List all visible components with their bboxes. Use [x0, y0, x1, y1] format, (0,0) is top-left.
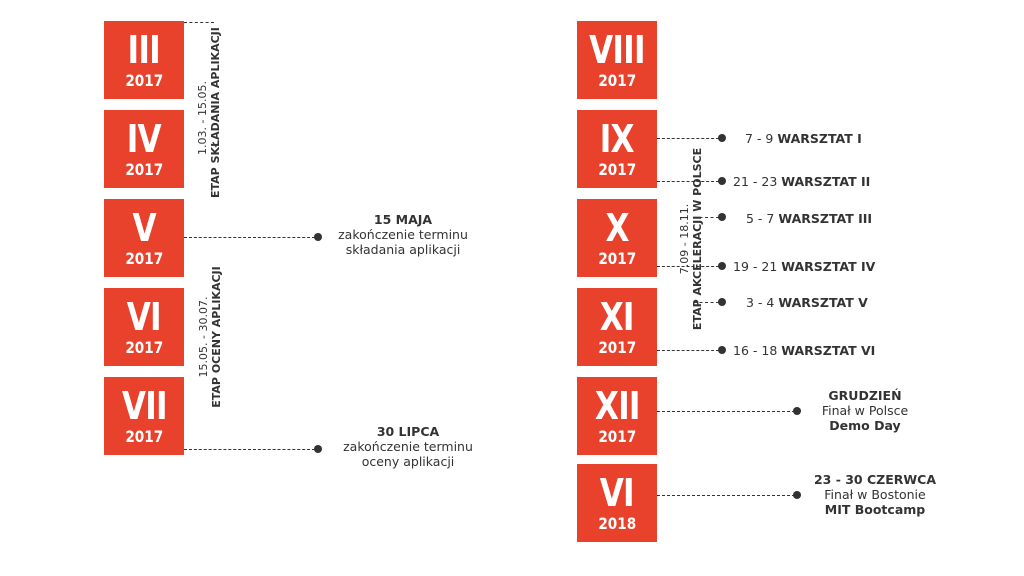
workshop-dates: 19 - 21	[733, 259, 778, 274]
note-line: oceny aplikacji	[361, 454, 455, 469]
note-grudzien: GRUDZIEŃ Finał w Polsce Demo Day	[790, 388, 940, 433]
timeline-dot	[718, 177, 726, 185]
timeline-dot	[793, 491, 801, 499]
note-title: GRUDZIEŃ	[828, 388, 902, 403]
workshop-dates: 3 - 4	[746, 295, 775, 310]
note-30-lipca: 30 LIPCA zakończenie terminu oceny aplik…	[323, 424, 493, 469]
month-roman: VI	[599, 471, 635, 515]
month-box-ix-2017: IX 2017	[577, 110, 657, 188]
month-roman: X	[605, 206, 629, 250]
connector-line	[657, 350, 719, 351]
phase-dates: 15.05. - 30.07.	[197, 296, 210, 378]
timeline-dot	[314, 233, 322, 241]
month-year: 2017	[598, 338, 636, 357]
timeline-dot	[718, 346, 726, 354]
connector-line	[657, 495, 795, 496]
note-title: 15 MAJA	[373, 212, 433, 227]
workshop-name: WARSZTAT V	[778, 295, 868, 310]
workshop-name: WARSZTAT VI	[781, 343, 876, 358]
connector-line	[184, 449, 315, 450]
note-line: zakończenie terminu	[343, 439, 473, 454]
month-box-x-2017: X 2017	[577, 199, 657, 277]
month-box-xi-2017: XI 2017	[577, 288, 657, 366]
connector-line	[694, 302, 719, 303]
workshop-name: WARSZTAT IV	[781, 259, 876, 274]
connector-line	[657, 138, 719, 139]
timeline-dot	[718, 298, 726, 306]
month-roman: VIII	[589, 28, 645, 72]
month-box-v-2017: V 2017	[104, 199, 184, 277]
timeline-dot	[718, 134, 726, 142]
phase-label-evaluation: 15.05. - 30.07. ETAP OCENY APLIKACJI	[197, 257, 225, 417]
month-box-vii-2017: VII 2017	[104, 377, 184, 455]
month-roman: III	[127, 28, 161, 72]
workshop-2: 21 - 23 WARSZTAT II	[733, 174, 870, 189]
workshop-dates: 16 - 18	[733, 343, 778, 358]
workshop-dates: 5 - 7	[746, 211, 775, 226]
connector-line	[657, 181, 719, 182]
month-roman: V	[132, 206, 156, 250]
note-line: składania aplikacji	[345, 242, 461, 257]
workshop-name: WARSZTAT II	[781, 174, 871, 189]
workshop-6: 16 - 18 WARSZTAT VI	[733, 343, 875, 358]
note-title: 23 - 30 CZERWCA	[813, 472, 937, 487]
note-line: Finał w Polsce	[821, 403, 909, 418]
month-box-iv-2017: IV 2017	[104, 110, 184, 188]
note-czerwca: 23 - 30 CZERWCA Finał w Bostonie MIT Boo…	[790, 472, 960, 517]
month-roman: IX	[600, 117, 635, 161]
phase-dates: 7.09 - 18.11.	[678, 203, 691, 275]
phase-dates: 1.03. - 15.05.	[196, 81, 209, 155]
timeline-dot	[793, 407, 801, 415]
phase-label-applications: 1.03. - 15.05. ETAP SKŁADANIA APLIKACJI	[196, 27, 224, 198]
timeline-dot	[718, 262, 726, 270]
month-box-viii-2017: VIII 2017	[577, 21, 657, 99]
month-roman: XI	[600, 295, 635, 339]
month-box-vi-2017: VI 2017	[104, 288, 184, 366]
month-year: 2017	[125, 160, 163, 179]
note-15-maja: 15 MAJA zakończenie terminu składania ap…	[318, 212, 488, 257]
month-roman: VII	[121, 384, 168, 428]
month-roman: XII	[594, 384, 641, 428]
month-box-vi-2018: VI 2018	[577, 464, 657, 542]
note-line: MIT Bootcamp	[824, 502, 926, 517]
month-year: 2017	[598, 427, 636, 446]
connector-line	[694, 217, 719, 218]
timeline-dot	[314, 445, 322, 453]
connector-line	[184, 22, 214, 23]
note-line: zakończenie terminu	[338, 227, 468, 242]
month-roman: VI	[126, 295, 162, 339]
phase-name: ETAP OCENY APLIKACJI	[210, 266, 223, 408]
note-line: Finał w Bostonie	[824, 487, 926, 502]
workshop-3: 5 - 7 WARSZTAT III	[746, 211, 872, 226]
month-box-xii-2017: XII 2017	[577, 377, 657, 455]
month-year: 2017	[125, 338, 163, 357]
workshop-1: 7 - 9 WARSZTAT I	[745, 131, 862, 146]
month-year: 2017	[598, 71, 636, 90]
workshop-dates: 7 - 9	[745, 131, 774, 146]
note-line: Demo Day	[829, 418, 901, 433]
workshop-name: WARSZTAT I	[777, 131, 862, 146]
workshop-5: 3 - 4 WARSZTAT V	[746, 295, 868, 310]
workshop-name: WARSZTAT III	[778, 211, 873, 226]
month-year: 2017	[125, 249, 163, 268]
month-year: 2017	[598, 160, 636, 179]
workshop-dates: 21 - 23	[733, 174, 778, 189]
month-year: 2017	[125, 427, 163, 446]
phase-name: ETAP SKŁADANIA APLIKACJI	[209, 27, 222, 198]
month-roman: IV	[126, 117, 162, 161]
connector-line	[657, 266, 719, 267]
month-box-iii-2017: III 2017	[104, 21, 184, 99]
month-year: 2018	[598, 514, 636, 533]
note-title: 30 LIPCA	[376, 424, 440, 439]
month-year: 2017	[125, 71, 163, 90]
month-year: 2017	[598, 249, 636, 268]
workshop-4: 19 - 21 WARSZTAT IV	[733, 259, 875, 274]
connector-line	[184, 237, 315, 238]
phase-label-acceleration: 7.09 - 18.11. ETAP AKCELERACJI W POLSCE	[678, 139, 706, 339]
timeline-dot	[718, 213, 726, 221]
connector-line	[657, 411, 795, 412]
